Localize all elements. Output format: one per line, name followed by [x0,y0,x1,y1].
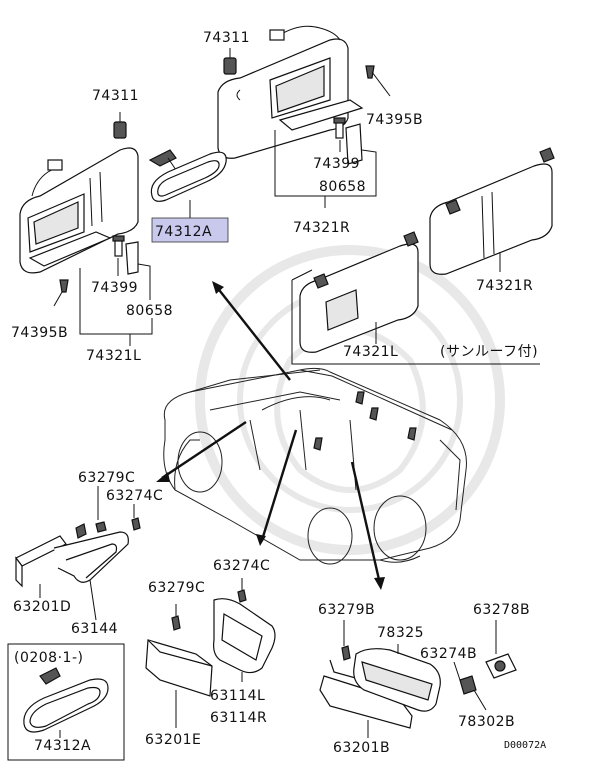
sun-visor-left-assembly [19,112,153,346]
label-74395b-left: 74395B [11,325,68,341]
label-74312a-top[interactable]: 74312A [155,224,212,240]
label-80658-right: 80658 [319,179,366,195]
sunroof-visor-inset [291,147,555,365]
diagram-code: D00072A [504,740,546,751]
label-74399-left: 74399 [91,280,138,296]
sunroof-note: (サンルーフ付) [440,344,538,360]
label-63278b: 63278B [473,602,530,618]
highlight-box-74312a [151,217,229,243]
label-78302b: 78302B [458,714,515,730]
label-63274c-mid: 63274C [213,558,270,574]
label-74311-right: 74311 [203,30,250,46]
rear-view-mirror-top [148,149,227,218]
label-74312a-bottom: 74312A [34,738,91,754]
mirror-inset-box [7,643,125,761]
date-note: (0208·1-) [14,650,83,666]
label-80658-left: 80658 [126,303,173,319]
arrows [156,281,385,590]
label-63201e: 63201E [145,732,201,748]
label-63274b: 63274B [420,646,477,662]
label-63201d: 63201D [13,599,71,615]
part-labels: 74311 74311 74395B 74399 80658 74321R 74… [11,30,546,756]
label-63279c-left: 63279C [78,470,135,486]
sun-visor-right-assembly [217,25,391,208]
label-63144: 63144 [71,621,118,637]
label-63274c-left: 63274C [106,488,163,504]
label-74321r-top: 74321R [293,220,350,236]
label-74399-right: 74399 [313,156,360,172]
label-74321r-sunroof: 74321R [476,278,533,294]
label-78325: 78325 [377,625,424,641]
label-74311-left: 74311 [92,88,139,104]
label-63279b: 63279B [318,602,375,618]
assist-grip-middle [145,578,276,728]
label-74321l-left: 74321L [86,348,141,364]
label-63114l: 63114L [210,688,265,704]
label-63114r: 63114R [210,710,267,726]
vehicle-outline [163,367,467,565]
label-74395b-right: 74395B [366,112,423,128]
assist-grip-right [319,620,517,738]
label-74321l-sunroof: 74321L [343,344,398,360]
label-63201b: 63201B [333,740,390,756]
label-63279c-mid: 63279C [148,580,205,596]
assist-grip-left [15,486,141,621]
